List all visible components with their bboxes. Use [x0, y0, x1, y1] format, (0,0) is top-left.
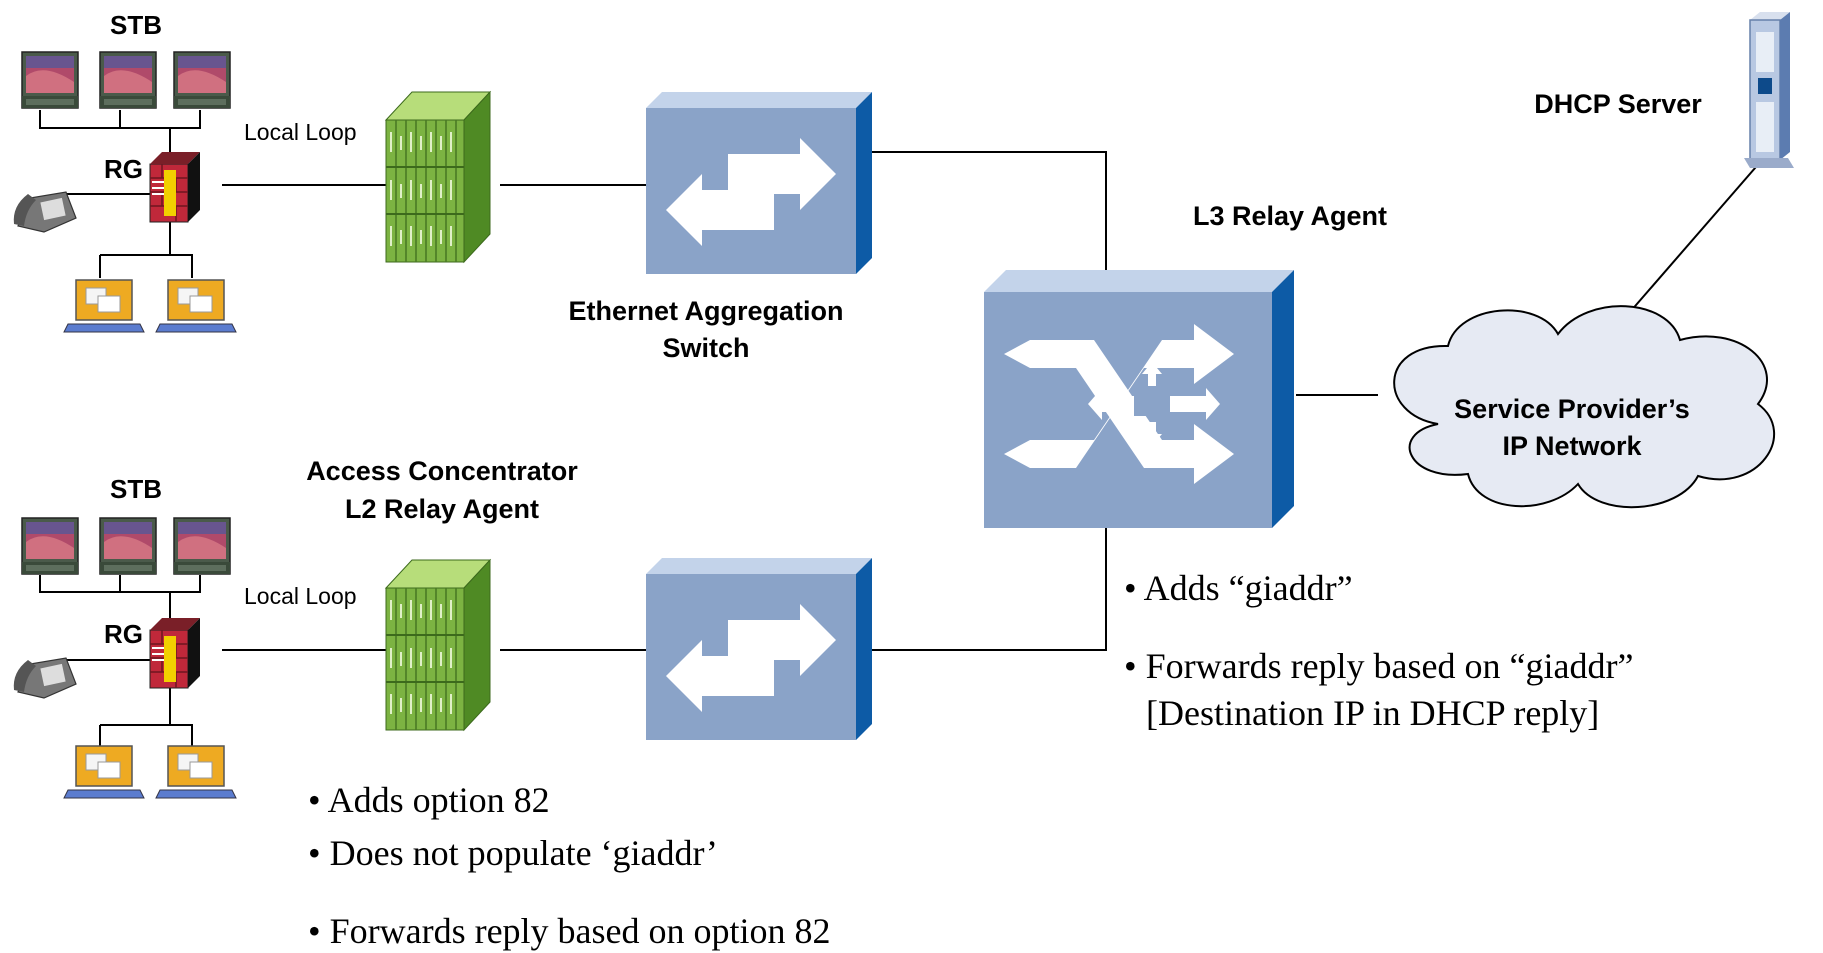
- dhcp-server-icon: [1744, 12, 1794, 168]
- l3-bullet-forwards-detail: [Destination IP in DHCP reply]: [1146, 693, 1599, 733]
- laptop-icon: [63, 745, 145, 799]
- tv-icon: [21, 517, 79, 575]
- access-conc-label-line2: L2 Relay Agent: [345, 494, 539, 524]
- cloud-label-line1: Service Provider’s: [1454, 394, 1690, 424]
- stb-group-bottom: [21, 517, 231, 575]
- rg-label-bottom: RG: [104, 619, 143, 649]
- tv-icon: [99, 517, 157, 575]
- tv-icon: [99, 51, 157, 109]
- l3-bullet-forwards: • Forwards reply based on “giaddr”: [1124, 646, 1633, 686]
- l2-bullet: • Adds option 82: [308, 780, 550, 820]
- access-concentrator-icon: [385, 91, 491, 263]
- eth-switch-label-line1: Ethernet Aggregation: [568, 296, 843, 326]
- cloud-label-line2: IP Network: [1502, 431, 1642, 461]
- l2-bullet: • Does not populate ‘giaddr’: [308, 833, 718, 873]
- laptop-icon: [155, 745, 237, 799]
- l3-relay-label: L3 Relay Agent: [1193, 201, 1387, 231]
- rg-firewall-icon: [149, 617, 201, 689]
- stb-label-bottom: STB: [110, 474, 162, 504]
- tv-icon: [173, 517, 231, 575]
- ethernet-switch-icon: [646, 558, 872, 740]
- tv-icon: [173, 51, 231, 109]
- stb-group-top: [21, 51, 231, 109]
- rg-firewall-icon: [149, 151, 201, 223]
- laptop-icon: [63, 279, 145, 333]
- l3-bullet-giaddr: • Adds “giaddr”: [1124, 568, 1353, 608]
- ethernet-switch-icon: [646, 92, 872, 274]
- eth-switch-label-line2: Switch: [662, 333, 749, 363]
- access-conc-label-line1: Access Concentrator: [306, 456, 578, 486]
- phone-icon: [13, 191, 77, 233]
- tv-icon: [21, 51, 79, 109]
- access-concentrator-icon: [385, 559, 491, 731]
- local-loop-label-bottom: Local Loop: [244, 583, 357, 609]
- stb-label-top: STB: [110, 10, 162, 40]
- phone-icon: [13, 657, 77, 699]
- laptop-icon: [155, 279, 237, 333]
- local-loop-label-top: Local Loop: [244, 119, 357, 145]
- dhcp-server-label: DHCP Server: [1534, 89, 1702, 119]
- l3-router-icon: [984, 270, 1294, 528]
- connection-lines: [39, 110, 1763, 748]
- rg-label-top: RG: [104, 154, 143, 184]
- l2-bullet: • Forwards reply based on option 82: [308, 911, 831, 951]
